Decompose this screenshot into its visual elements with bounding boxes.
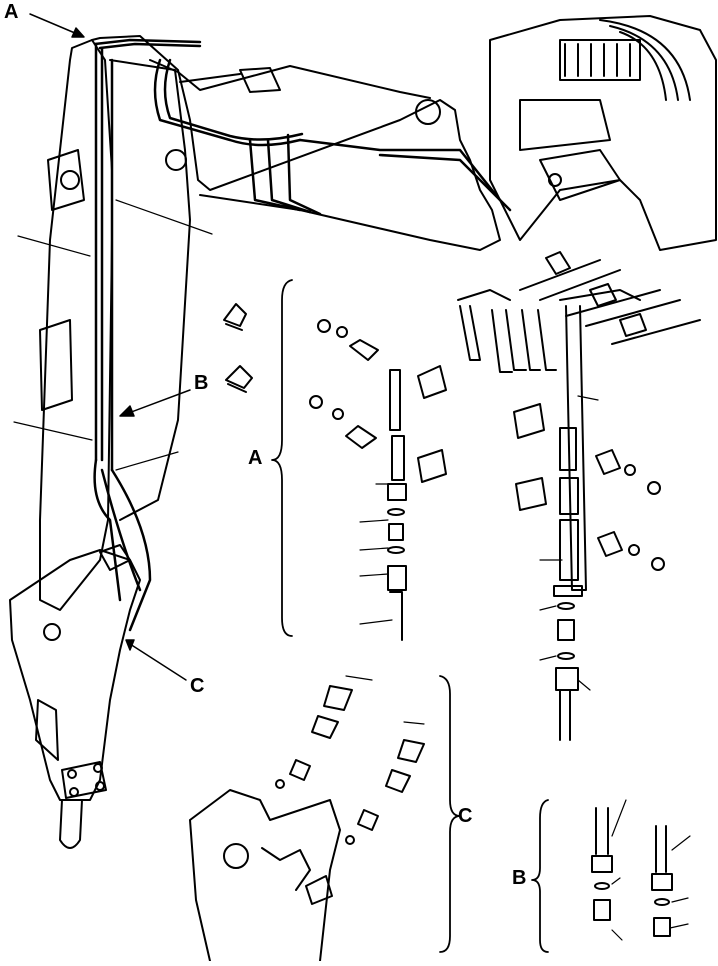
hose-lines	[93, 38, 512, 632]
group-c	[189, 675, 461, 962]
group-label-b: B	[512, 867, 526, 889]
callout-labels: A B C A C B	[4, 1, 526, 889]
callout-c-mid: C	[190, 675, 204, 697]
leader-lines	[13, 199, 213, 471]
control-valve	[489, 15, 717, 251]
boom	[91, 35, 501, 251]
group-b	[531, 799, 691, 953]
callout-a-top: A	[4, 1, 18, 23]
callout-arrows	[29, 13, 191, 681]
group-label-a: A	[248, 447, 262, 469]
group-label-c: C	[458, 805, 472, 827]
arm	[39, 39, 191, 611]
group-a	[223, 251, 701, 741]
callout-b-mid: B	[194, 372, 208, 394]
